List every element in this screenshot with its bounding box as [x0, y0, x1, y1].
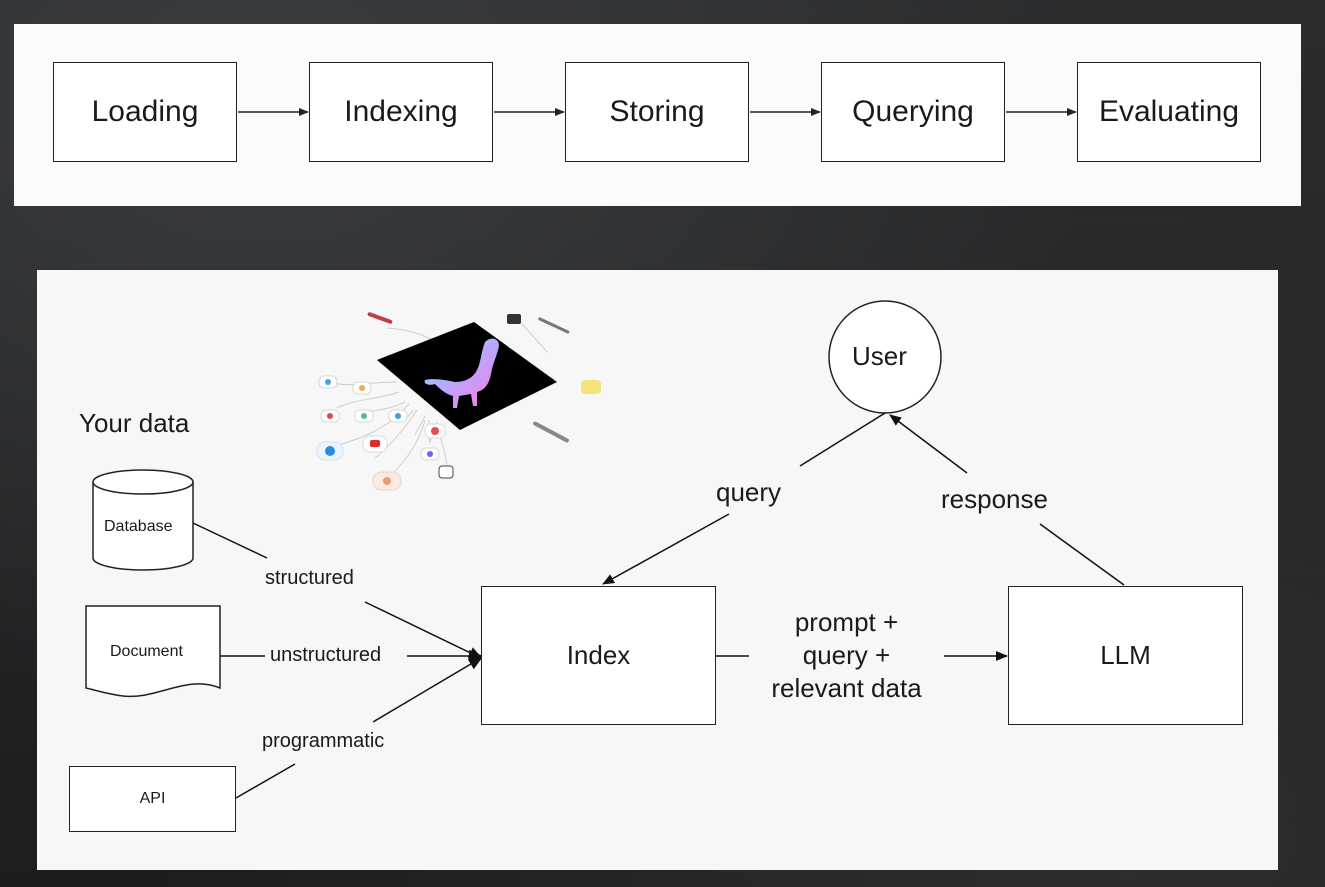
prompt-line-1: prompt + — [794, 607, 899, 637]
stage-evaluating: Evaluating — [1077, 62, 1261, 162]
prompt-line-2: query + — [802, 640, 891, 670]
api-box: API — [69, 766, 236, 832]
database-label: Database — [104, 518, 173, 535]
stage-loading-label: Loading — [91, 95, 199, 128]
edge-label-unstructured: unstructured — [270, 644, 382, 667]
stage-querying: Querying — [821, 62, 1005, 162]
edge-label-programmatic: programmatic — [262, 730, 385, 753]
edge-structured-a — [192, 522, 268, 559]
edge-programmatic-a — [235, 763, 296, 799]
edge-query-b — [602, 513, 730, 585]
integration-app-icons — [316, 314, 601, 491]
stage-evaluating-label: Evaluating — [1098, 95, 1240, 128]
stage-storing: Storing — [565, 62, 749, 162]
user-label: User — [852, 341, 907, 371]
index-box: Index — [481, 586, 716, 725]
stage-indexing: Indexing — [309, 62, 493, 162]
edge-programmatic-b — [372, 656, 483, 723]
llama-logo-illustration — [316, 312, 601, 491]
pipeline-panel: Loading Indexing Storing Querying Evalua… — [14, 24, 1301, 206]
llm-label: LLM — [1100, 640, 1151, 670]
edge-label-prompt: prompt + query + relevant data — [749, 606, 944, 705]
your-data-label: Your data — [79, 408, 190, 438]
edge-label-query: query — [716, 477, 782, 508]
edge-structured-b — [364, 601, 483, 659]
rag-panel: Your data Database Document API structur… — [37, 270, 1278, 870]
stage-querying-label: Querying — [852, 95, 974, 128]
document-shape-icon — [85, 605, 221, 698]
edge-response-a — [1039, 523, 1125, 586]
stage-loading: Loading — [53, 62, 237, 162]
document-label: Document — [110, 643, 183, 660]
rag-connectors — [85, 300, 1125, 799]
edge-label-structured: structured — [265, 567, 354, 590]
api-label: API — [139, 790, 166, 807]
edge-label-response: response — [941, 484, 1048, 515]
logo-tile — [377, 322, 557, 430]
stage-indexing-label: Indexing — [344, 95, 458, 128]
prompt-line-3: relevant data — [771, 673, 922, 703]
brand-marks — [367, 312, 570, 443]
edge-query-a — [799, 412, 886, 467]
stage-storing-label: Storing — [609, 95, 705, 128]
llm-box: LLM — [1008, 586, 1243, 725]
pipeline-arrows — [238, 108, 1077, 116]
index-label: Index — [566, 640, 631, 670]
edge-response-b — [889, 414, 968, 474]
llama-icon — [424, 338, 499, 408]
database-cylinder-icon — [92, 469, 194, 571]
